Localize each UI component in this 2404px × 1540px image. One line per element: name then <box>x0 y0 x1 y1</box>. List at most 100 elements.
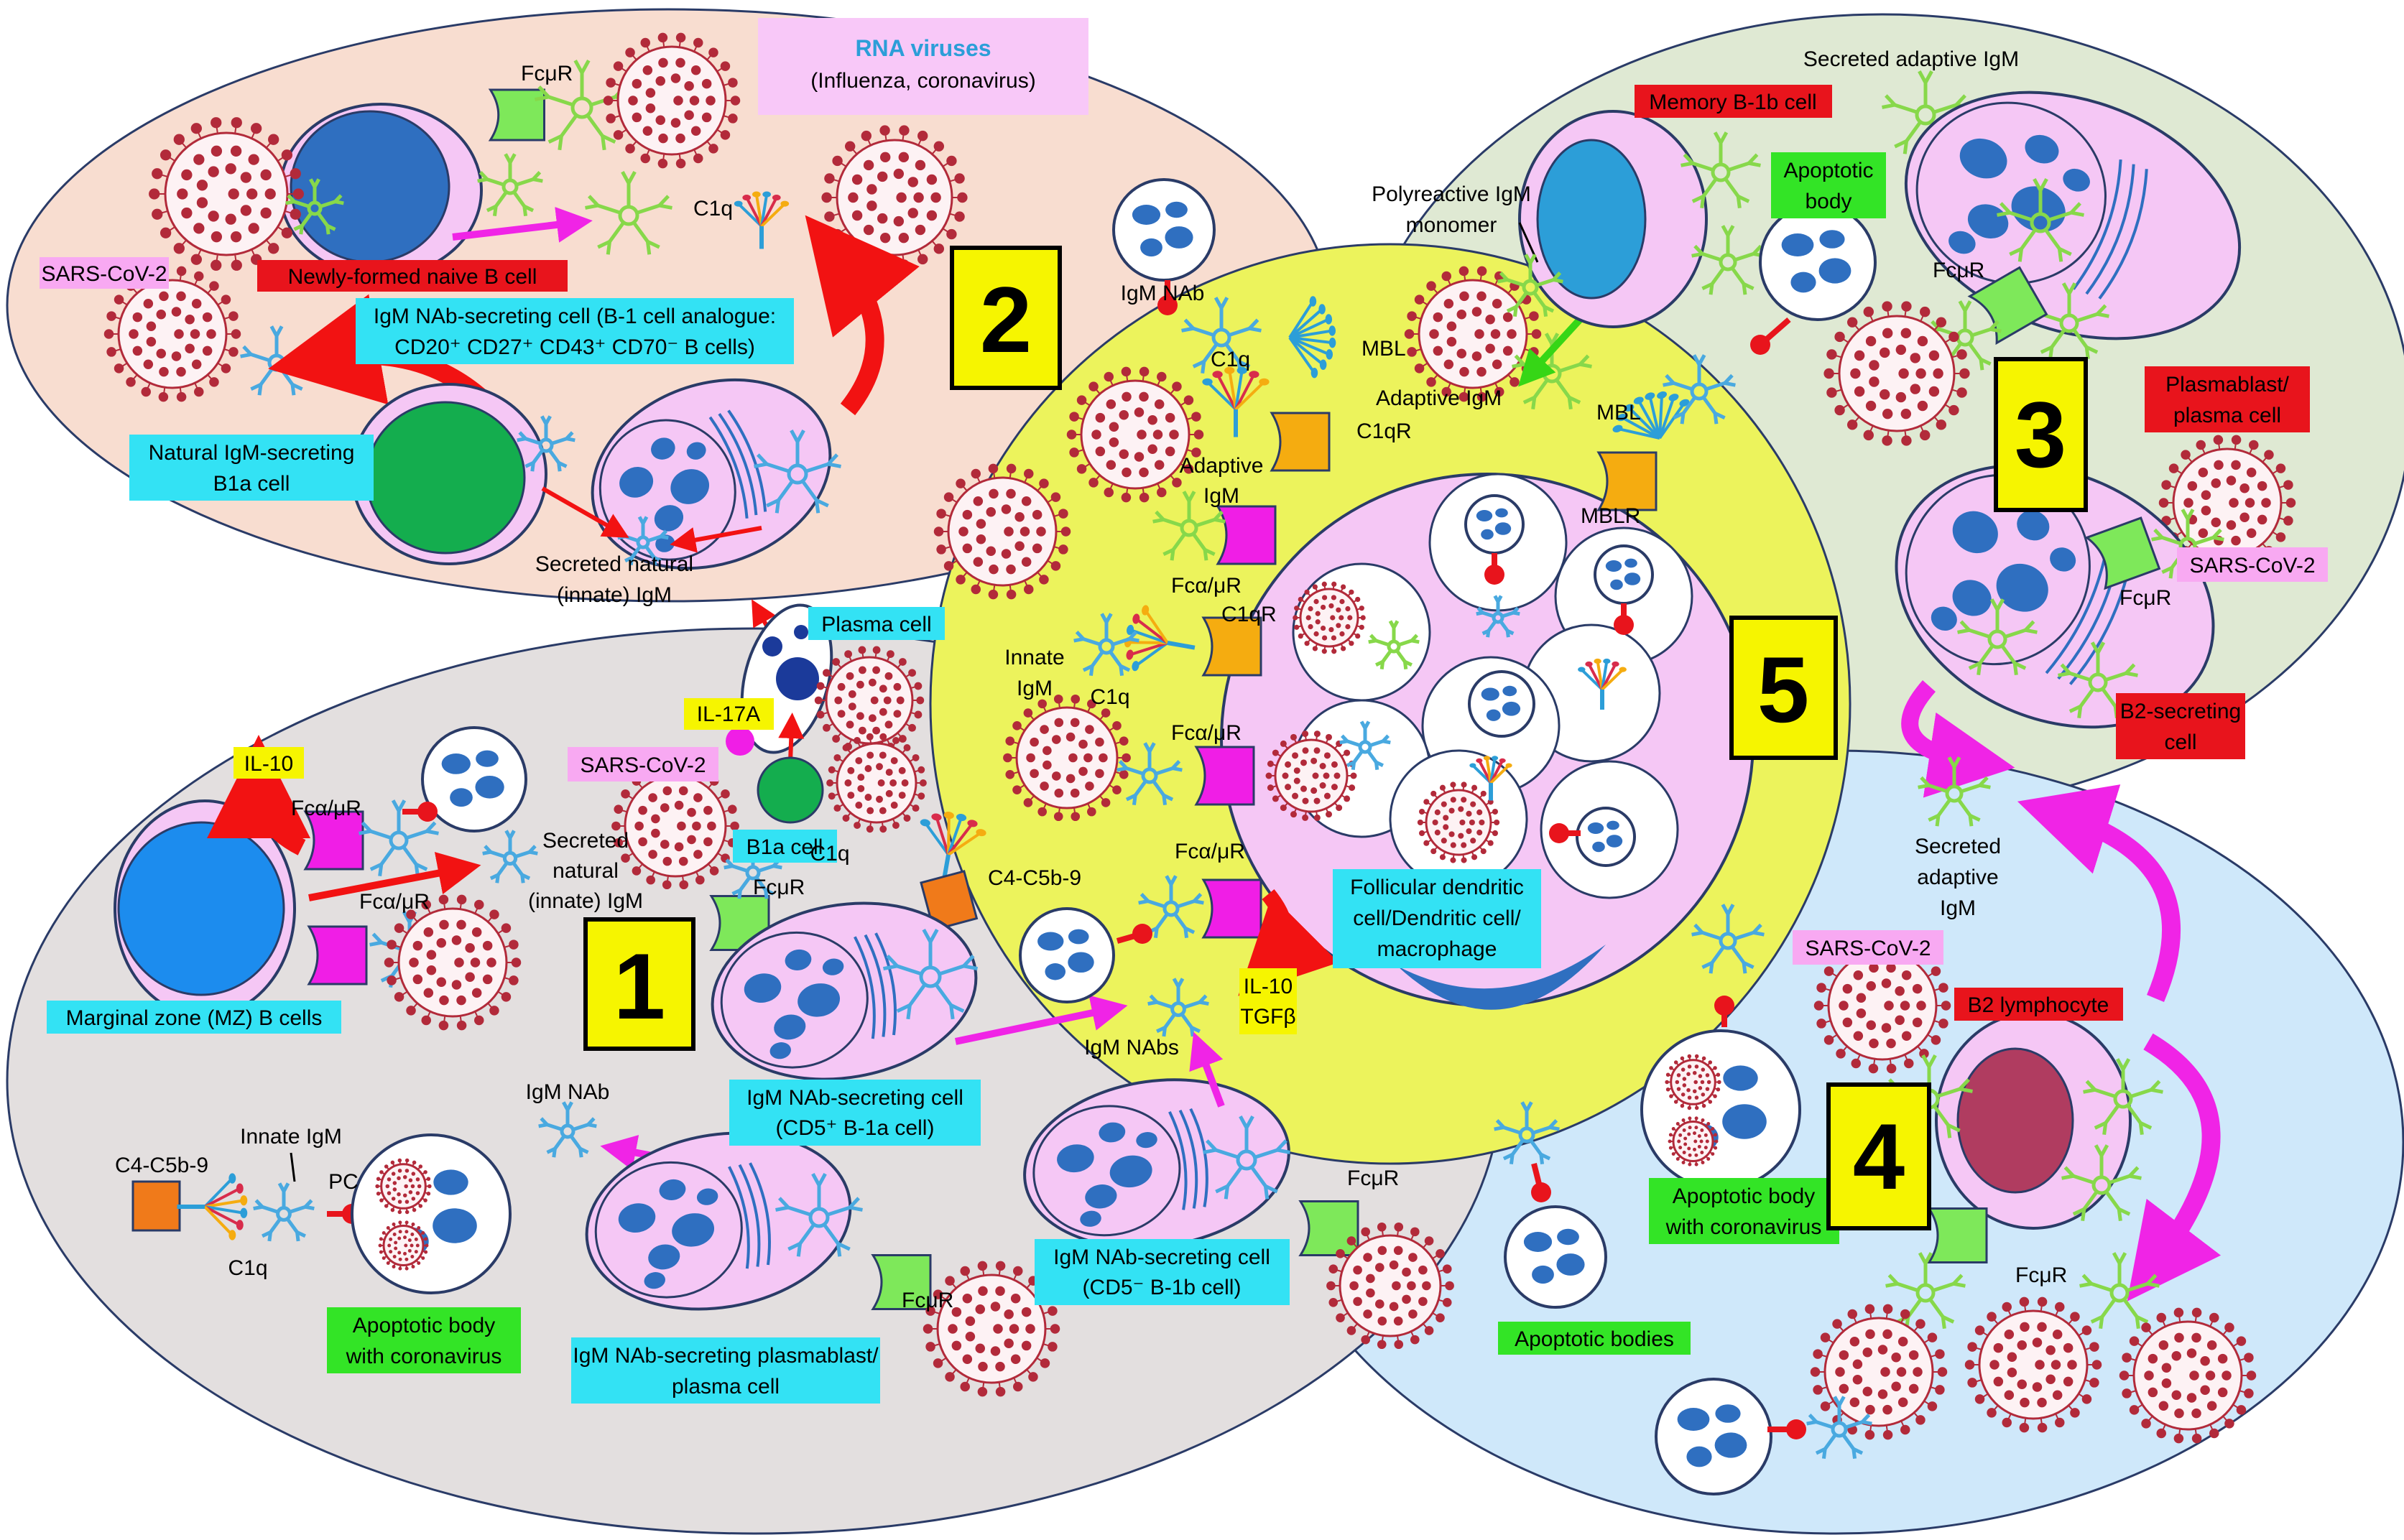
virus-icon <box>1668 1116 1719 1166</box>
plasmablast3-box <box>2145 366 2310 432</box>
igm-pentamer-icon <box>883 928 978 1020</box>
igm-pentamer-icon <box>1476 595 1520 638</box>
receptor-icon <box>303 810 364 871</box>
igm-pentamer-icon <box>1806 1396 1872 1460</box>
rna-virus-box <box>758 18 1088 115</box>
sarscov2-label-z3: SARS-CoV-2 <box>2189 554 2315 578</box>
naive-b-label: Newly-formed naive B cell <box>288 265 537 289</box>
pc-binding-icon <box>1116 924 1152 944</box>
number-5: 5 <box>1757 637 1809 742</box>
virus-icon <box>826 733 927 833</box>
mz-b-label: Marginal zone (MZ) B cells <box>66 1006 323 1030</box>
apop-body-a: Apoptotic <box>1783 159 1873 182</box>
apoptotic-body-icon <box>1640 1029 1801 1190</box>
virus-icon <box>603 32 741 169</box>
polyreactive-a: Polyreactive IgM <box>1372 182 1531 206</box>
virus-icon <box>103 266 241 402</box>
mbl-icon <box>1612 391 1690 440</box>
igm-nab-cell-box <box>356 298 794 364</box>
virus-icon <box>384 894 522 1031</box>
c1q-icon <box>1578 658 1627 710</box>
receptor-icon <box>1298 1200 1359 1256</box>
b1a-cell-box <box>733 830 837 863</box>
c1q-icon <box>1469 756 1512 801</box>
igm-pentamer-icon <box>1885 1252 1966 1330</box>
fcmur-label-z2: FcμR <box>521 62 573 85</box>
receptor-icon <box>1201 878 1262 939</box>
apop-cov4-a: Apoptotic body <box>1673 1184 1815 1208</box>
plasma-cell-icon <box>1904 91 2242 340</box>
apop-body-b: body <box>1805 190 1851 213</box>
apoptotic-body-icon <box>1464 494 1525 555</box>
fcamur-label-z5a: Fcα/μR <box>1171 574 1242 598</box>
receptor-icon <box>1194 746 1255 806</box>
c1qr-label-z5a: C1qR <box>1356 419 1412 443</box>
innate-igm2-b: IgM <box>1017 677 1053 700</box>
apoptotic-body-icon <box>1655 1378 1772 1495</box>
il17a-box <box>684 698 774 730</box>
adaptive-igm2-b: IgM <box>1203 484 1239 508</box>
virus-icon <box>1823 301 1970 446</box>
adaptive-igm-label-z5: Adaptive IgM <box>1376 386 1502 410</box>
igm-nab-label-z5: IgM NAb <box>1121 282 1205 305</box>
number-1: 1 <box>614 934 665 1039</box>
b-cell-icon <box>351 383 547 565</box>
secreted-natural2-c: (innate) IgM <box>528 889 643 913</box>
receptor-icon <box>307 925 368 985</box>
igm-pentamer-icon <box>1339 720 1391 770</box>
igm-nab-cd5n-a: IgM NAb-secreting cell <box>1053 1246 1270 1269</box>
pc-binding-icon <box>1614 603 1634 635</box>
natural-b1a-label-b: B1a cell <box>213 472 290 496</box>
plasma-cell-icon <box>711 901 978 1081</box>
igm-pentamer-icon <box>1073 613 1139 677</box>
b1a-cell-label: B1a cell <box>746 835 823 859</box>
apoptotic-body-icon <box>421 726 527 832</box>
igm-pentamer-icon <box>359 799 439 877</box>
fcmur-label-z1c: FcμR <box>1347 1166 1399 1190</box>
receptor-icon <box>1927 1207 1988 1263</box>
virus-icon <box>923 1261 1060 1397</box>
virus-icon <box>1964 1297 2102 1433</box>
igm-pentamer-icon <box>1368 620 1420 669</box>
fcamur-label-z1b: Fcα/μR <box>359 890 430 914</box>
arrow-icon <box>778 713 805 762</box>
number-badge-1 <box>583 917 695 1051</box>
receptor-icon <box>488 88 545 142</box>
c4c5b9-complex <box>920 870 979 932</box>
number-badge-4 <box>1826 1082 1931 1230</box>
secreted-adaptive2-a: Secreted <box>1915 835 2001 858</box>
igm-pentamer-icon <box>1957 598 2038 676</box>
receptor-icon <box>1967 266 2048 345</box>
receptor-icon <box>2084 516 2161 590</box>
pc-label: PC <box>328 1170 359 1194</box>
igm-pentamer-icon <box>585 171 672 255</box>
sarscov2-box-z3 <box>2177 547 2328 582</box>
b2-secreting-box <box>2116 693 2245 759</box>
plasma-cell-icon <box>585 1131 852 1311</box>
igm-pentamer-icon <box>482 830 538 883</box>
c1qr-label-z5b: C1qR <box>1221 603 1277 626</box>
virus-icon <box>1665 1054 1721 1110</box>
natural-b1a-box <box>129 435 374 501</box>
fcmur-label-z1: FcμR <box>753 876 805 899</box>
apop-cov4-box <box>1649 1178 1839 1244</box>
natural-b1a-label-a: Natural IgM-secreting <box>149 441 355 465</box>
igm-pentamer-icon <box>517 415 575 472</box>
apoptotic-body-icon <box>1468 670 1535 738</box>
memory-b1b-box <box>1635 85 1832 118</box>
arrow-icon <box>670 526 762 553</box>
pc-binding-icon <box>1531 1163 1551 1202</box>
arrow-icon <box>541 486 629 538</box>
arrow-icon <box>308 852 481 901</box>
c1q-label-z5a: C1q <box>1211 348 1250 371</box>
pc-binding-icon <box>1714 996 1734 1027</box>
sarscov2-box-z4 <box>1793 930 1943 965</box>
igm-pentamer-icon <box>1497 254 1563 317</box>
apop-bodies-label: Apoptotic bodies <box>1515 1327 1674 1351</box>
sarscov2-label-z1: SARS-CoV-2 <box>580 753 706 777</box>
c1q-label-z5c: C1q <box>810 842 849 866</box>
virus-icon <box>149 117 304 271</box>
virus-icon <box>1066 366 1204 503</box>
virus-icon <box>1404 266 1542 402</box>
number-badge-2 <box>950 246 1062 390</box>
